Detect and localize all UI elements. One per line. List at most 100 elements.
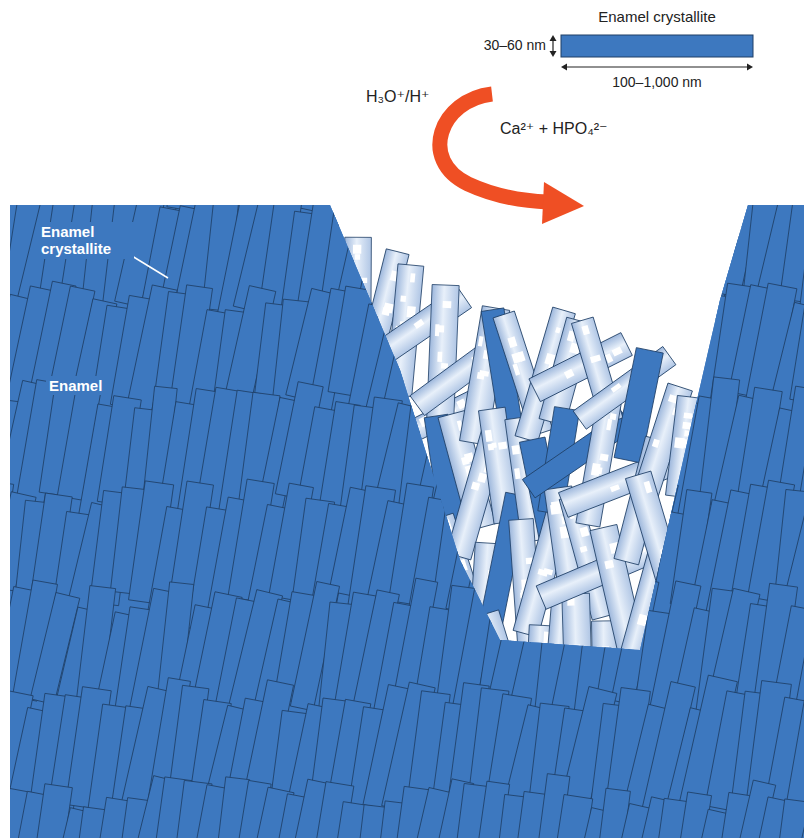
arrow-head [561,64,567,71]
crystallite [658,202,703,332]
demineralized-crystallites [344,237,702,751]
reference-crystallite [561,35,753,57]
crystallite [591,296,631,433]
crystallite [186,85,238,201]
crystallite [472,300,509,427]
dissolved-pit [674,437,685,449]
arrow-head [550,51,557,57]
dissolved-pit [485,430,493,442]
crystallite [286,97,338,211]
crystallite [616,394,662,508]
dimension-label: 100–1,000 nm [612,74,702,90]
dissolved-pit [594,467,603,475]
dissolved-pit [612,346,623,356]
crystallite [72,95,112,204]
dissolved-pit [435,324,440,336]
crystallite [669,76,714,205]
crystallite [614,348,663,463]
arrow-head [550,35,557,41]
crystallite [690,90,733,226]
dissolved-pit [477,372,485,380]
crystallite [613,190,669,325]
crystallite [676,184,725,299]
dissolved-pit [507,336,517,348]
crystallite [332,106,372,227]
crystallite [348,90,396,206]
crystallite [167,77,217,211]
crystallite [637,189,683,320]
crystallite [107,86,157,211]
crystallite [553,400,606,535]
crystallite [533,84,571,200]
crystallite [750,109,793,221]
crystallite [787,679,804,805]
dissolved-pit [518,351,525,362]
crystallite [311,85,353,204]
crystallite [790,286,804,403]
crystallite [607,297,655,414]
crystallite [577,176,625,307]
crystallite [566,298,615,413]
crystallite [437,192,484,314]
dissolved-pit [606,419,612,431]
dissolved-pit [400,295,406,302]
crystallite [552,303,591,421]
dissolved-pit [579,526,589,537]
crystallite [623,277,679,405]
crystallite [593,401,645,521]
crystallite [494,397,544,509]
enamel-body [10,205,804,838]
crystallite [784,84,804,214]
dissolved-pit [644,481,653,494]
dissolved-pit [461,456,470,465]
crystallite [452,107,492,226]
crystallite [528,512,574,622]
leader-line [132,256,168,278]
crystallite [467,481,516,602]
crystallite [382,282,439,414]
crystallite [609,493,653,601]
crystallite [651,104,693,229]
dissolved-pit [413,319,424,329]
dissolved-pit [604,560,614,569]
crystallite [601,195,641,306]
dissolved-pit [437,352,442,362]
dissolved-pit [590,355,601,364]
reaction-arrow-head [542,182,584,224]
dissolved-pit [410,273,415,282]
dissolved-pit [512,445,520,455]
dissolved-pit [471,482,480,491]
crystallite [586,496,636,628]
crystallite [491,506,530,621]
crystallite [451,296,490,423]
crystallite [509,296,552,432]
crystallite [549,487,594,599]
dissolved-pit [353,245,361,254]
crystallite [463,192,499,326]
crystallite [608,79,656,214]
dissolved-pit [550,504,561,515]
dissolved-pit [610,484,620,492]
dissolved-pit [443,301,452,308]
crystallite [783,808,804,838]
crystallite-body [614,348,663,463]
crystallite [433,392,485,507]
dissolved-pit [477,472,487,483]
dissolved-pit [478,336,484,346]
crystallite [490,87,535,201]
crystallite [52,78,93,206]
dissolved-pit [581,325,590,335]
reaction-arrow [440,94,548,202]
crystallite [6,89,57,223]
dimension-line [566,66,748,67]
part-label: Enamel crystallite [38,222,134,259]
crystallite [228,104,275,216]
dissolved-pit [611,383,622,393]
crystallite [0,96,36,212]
crystallite [504,486,558,620]
dissolved-pit [512,363,520,375]
dissolved-pit [652,439,660,448]
crystallite [528,307,574,426]
crystallite [780,187,804,302]
